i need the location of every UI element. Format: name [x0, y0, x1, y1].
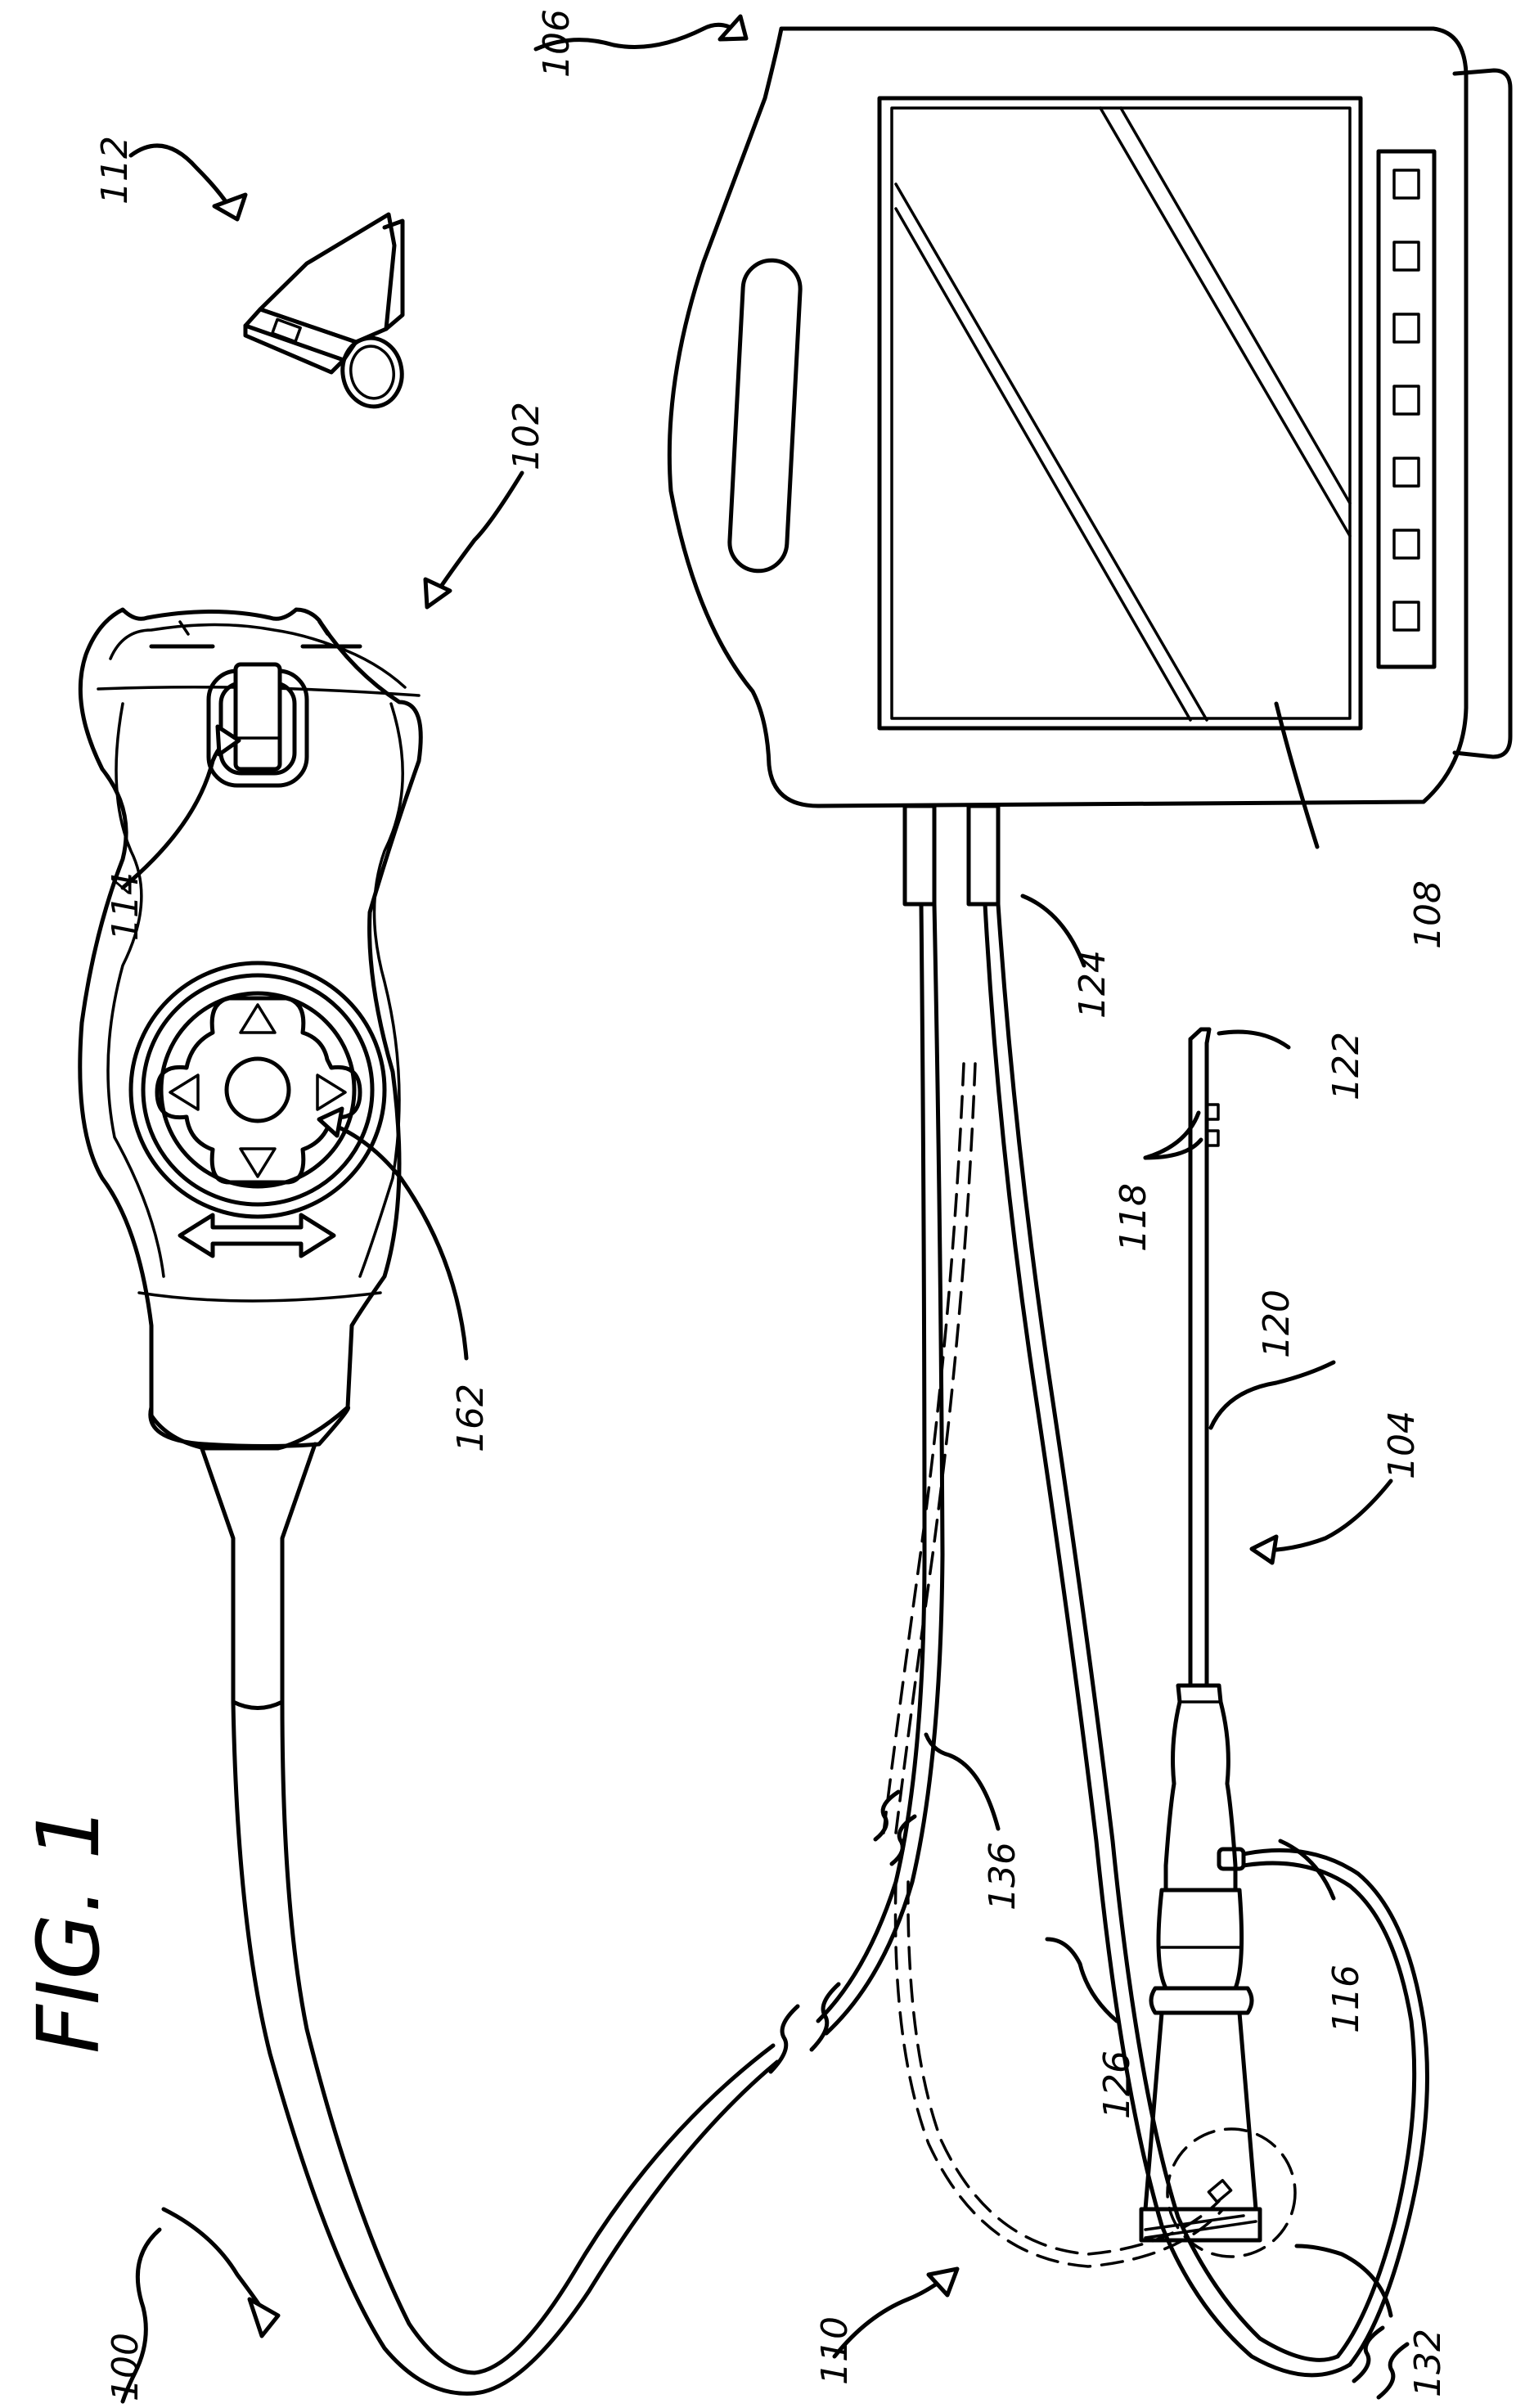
- label-system: 100: [105, 2333, 146, 2401]
- cables: [233, 904, 1407, 2397]
- label-shaft: 120: [1256, 1290, 1298, 1358]
- label-screen: 108: [1407, 880, 1449, 949]
- monitor-connectors: [905, 806, 998, 904]
- figure-title: FIG. 1: [19, 1806, 119, 2054]
- label-handle: 102: [506, 402, 547, 470]
- label-cable: 126: [1096, 2050, 1138, 2119]
- handle-toggle-switch: [209, 664, 307, 785]
- dpad-left-arrow-icon: [170, 1075, 198, 1109]
- needle-assembly: [1141, 1029, 1428, 2365]
- monitor-button: [1394, 530, 1419, 558]
- detail-circle: [1167, 2129, 1295, 2257]
- monitor-screen: [879, 98, 1361, 728]
- label-connector: 124: [1072, 950, 1113, 1019]
- handle: [80, 610, 421, 1708]
- monitor-button: [1394, 386, 1419, 414]
- label-detail: 132: [1407, 2329, 1449, 2397]
- label-cabling: 110: [814, 2316, 856, 2385]
- monitor: [669, 29, 1510, 806]
- label-sensors: 118: [1113, 1183, 1154, 1252]
- label-monitor: 106: [536, 9, 578, 78]
- handle-dpad: [131, 963, 385, 1217]
- label-tip: 122: [1325, 1032, 1367, 1100]
- label-toggle: 114: [105, 872, 146, 941]
- monitor-button: [1394, 602, 1419, 630]
- label-hub: 116: [1325, 1965, 1367, 2033]
- monitor-handle-slot: [728, 259, 802, 572]
- label-dashed-cable: 136: [982, 1842, 1023, 1911]
- monitor-button-column: [1379, 151, 1434, 667]
- label-clip: 112: [94, 136, 136, 205]
- monitor-button: [1394, 314, 1419, 342]
- label-dpad: 162: [450, 1384, 492, 1452]
- text-labels: FIG. 1 100 102 104 106 108 110 112 114 1…: [19, 9, 1449, 2401]
- dpad-right-arrow-icon: [317, 1075, 345, 1109]
- dpad-down-arrow-icon: [241, 1149, 275, 1177]
- leader-lines: [123, 16, 1391, 2401]
- monitor-button: [1394, 170, 1419, 198]
- label-needle-assembly: 104: [1381, 1411, 1423, 1479]
- clip: [245, 214, 407, 412]
- dpad-up-arrow-icon: [241, 1005, 275, 1033]
- monitor-button: [1394, 242, 1419, 270]
- handle-slide-arrow-icon: [180, 1215, 334, 1256]
- monitor-button: [1394, 458, 1419, 486]
